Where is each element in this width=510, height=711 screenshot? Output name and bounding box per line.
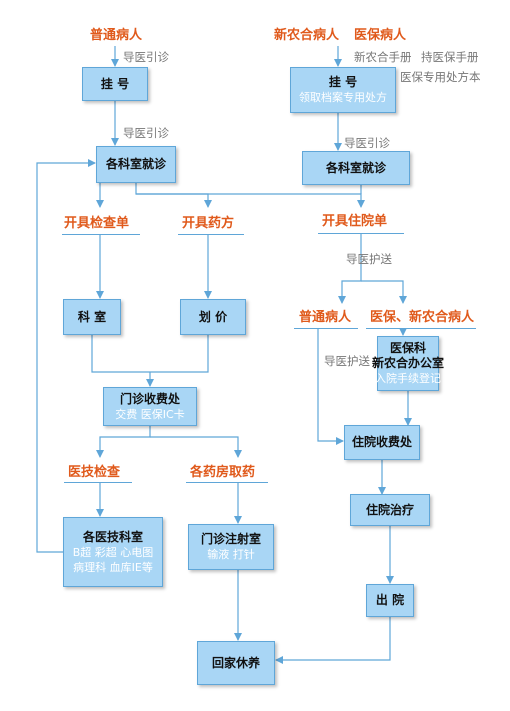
arrow-admission-split-ordinary bbox=[338, 234, 362, 304]
note-escort-1: 导医护送 bbox=[346, 252, 392, 266]
arrow-outpatient-cashier-to-pharmacy bbox=[150, 436, 242, 458]
label-exam-order: 开具检查单 bbox=[64, 216, 130, 231]
dept-left-title: 各科室就诊 bbox=[105, 157, 166, 171]
register-right-subtitle: 领取档案专用处方 bbox=[299, 91, 387, 104]
medtech-rooms-subtitle2: 病理科 血库IE等 bbox=[73, 560, 153, 574]
pricing-box: 划 价 bbox=[180, 299, 246, 335]
pricing-title: 划 价 bbox=[198, 309, 228, 324]
inpatient-treatment-box: 住院治疗 bbox=[350, 494, 430, 526]
note-insurance-prescription: 医保专用处方本 bbox=[400, 70, 481, 84]
arrow-ordinary-to-inpatient-cashier bbox=[317, 329, 344, 445]
medtech-rooms-subtitle: B超 彩超 心电图 bbox=[72, 545, 154, 559]
injection-room-box: 门诊注射室 输液 打针 bbox=[188, 524, 274, 570]
note-guide-2: 导医引诊 bbox=[123, 126, 169, 140]
insurance-office-title: 医保科 bbox=[389, 341, 426, 355]
label-prescription: 开具药方 bbox=[182, 216, 235, 231]
underline-medtech-exam bbox=[64, 482, 132, 483]
note-insurance-handbook: 持医保手册 bbox=[421, 50, 479, 64]
underline-pharmacy bbox=[186, 482, 268, 483]
label-medtech-exam: 医技检查 bbox=[68, 465, 121, 480]
underline-prescription bbox=[178, 234, 244, 235]
note-escort-2: 导医护送 bbox=[324, 354, 370, 368]
injection-room-title: 门诊注射室 bbox=[200, 532, 261, 546]
outpatient-cashier-box: 门诊收费处 交费 医保IC卡 bbox=[103, 387, 197, 426]
inpatient-cashier-title: 住院收费处 bbox=[351, 435, 412, 449]
outpatient-cashier-title: 门诊收费处 bbox=[119, 391, 180, 406]
label-insured-nrcms-patient: 医保、新农合病人 bbox=[370, 310, 475, 325]
label-admission-order: 开具住院单 bbox=[322, 214, 388, 229]
arrow-admission-split-insured bbox=[361, 280, 407, 304]
arrow-medtech-loop-back bbox=[36, 159, 96, 553]
underline-exam-order bbox=[62, 234, 140, 235]
register-right-box: 挂 号 领取档案专用处方 bbox=[290, 67, 396, 113]
arrow-dept-left-to-admission bbox=[136, 193, 365, 208]
inpatient-cashier-box: 住院收费处 bbox=[344, 425, 420, 460]
inpatient-treatment-title: 住院治疗 bbox=[365, 502, 414, 517]
register-right-title: 挂 号 bbox=[328, 75, 358, 89]
insurance-office-subtitle: 入院手续登记 bbox=[375, 372, 441, 385]
department-box: 科 室 bbox=[63, 299, 121, 335]
discharge-box: 出 院 bbox=[366, 584, 414, 617]
underline-ordinary-patient-mid bbox=[294, 328, 358, 329]
note-guide-1: 导医引诊 bbox=[123, 50, 169, 64]
insurance-office-title2: 新农合办公室 bbox=[372, 356, 445, 370]
register-left-box: 挂 号 bbox=[82, 67, 148, 101]
arrow-dept-left-to-prescription bbox=[135, 183, 212, 208]
medtech-rooms-box: 各医技科室 B超 彩超 心电图 病理科 血库IE等 bbox=[63, 517, 163, 587]
underline-insured-nrcms-patient bbox=[366, 328, 476, 329]
outpatient-cashier-subtitle: 交费 医保IC卡 bbox=[115, 407, 185, 421]
arrow-outpatient-cashier-to-medtech bbox=[96, 426, 151, 458]
label-ordinary-patient-top: 普通病人 bbox=[90, 28, 143, 43]
dept-right-box: 各科室就诊 bbox=[302, 151, 410, 185]
arrow-merge-to-outpatient-cashier bbox=[91, 335, 209, 386]
note-guide-3: 导医引诊 bbox=[344, 136, 390, 150]
label-ordinary-patient-mid: 普通病人 bbox=[299, 310, 352, 325]
label-nrcms-patient-top: 新农合病人 bbox=[274, 28, 340, 43]
arrow-discharge-to-home bbox=[275, 617, 391, 664]
discharge-title: 出 院 bbox=[375, 593, 405, 607]
underline-admission-order bbox=[318, 233, 404, 234]
register-left-title: 挂 号 bbox=[100, 76, 130, 91]
label-insured-patient-top: 医保病人 bbox=[354, 28, 407, 43]
go-home-title: 回家休养 bbox=[211, 655, 260, 670]
insurance-office-box: 医保科 新农合办公室 入院手续登记 bbox=[372, 336, 444, 391]
injection-room-subtitle: 输液 打针 bbox=[207, 548, 255, 561]
department-title: 科 室 bbox=[77, 309, 107, 324]
label-pharmacy: 各药房取药 bbox=[190, 465, 256, 480]
go-home-box: 回家休养 bbox=[197, 641, 275, 685]
dept-left-box: 各科室就诊 bbox=[96, 146, 176, 183]
dept-right-title: 各科室就诊 bbox=[325, 160, 386, 175]
note-nrcms-handbook: 新农合手册 bbox=[354, 50, 412, 64]
medtech-rooms-title: 各医技科室 bbox=[82, 529, 143, 544]
